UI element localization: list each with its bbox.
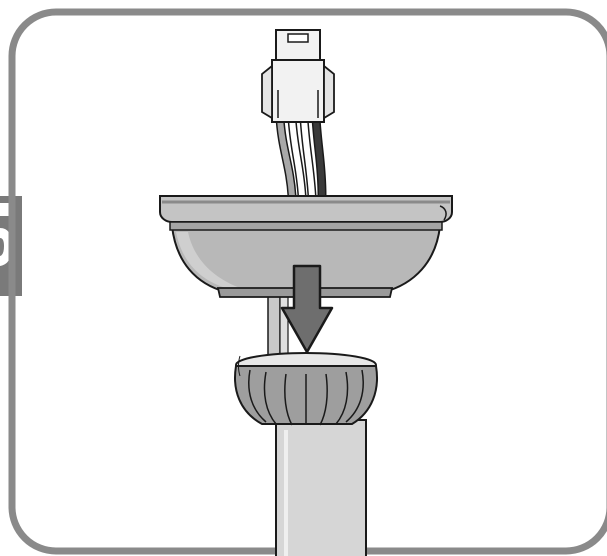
wire-connector	[262, 30, 334, 122]
wire-bundle	[280, 118, 322, 196]
collar	[235, 353, 377, 425]
